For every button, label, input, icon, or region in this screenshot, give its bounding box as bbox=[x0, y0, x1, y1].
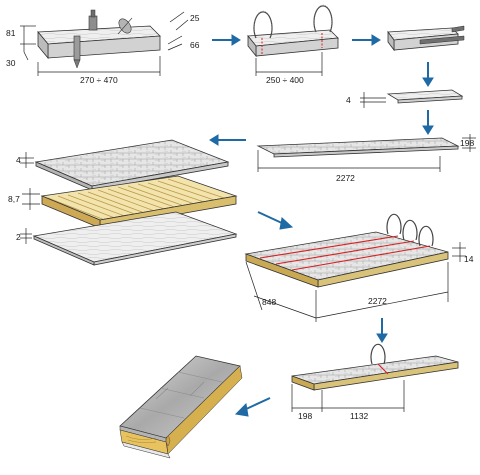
dim-panel-length: 2272 bbox=[368, 296, 387, 306]
dim-step5-width: 198 bbox=[460, 138, 474, 148]
step5-wear-layer: 198 2272 bbox=[256, 134, 476, 183]
dim-layer-bottom: 2 bbox=[16, 232, 21, 242]
dim-layer-core: 8,7 bbox=[8, 194, 20, 204]
flow-arrow-1 bbox=[212, 34, 241, 46]
dim-step4-thickness: 4 bbox=[346, 95, 351, 105]
tongue-groove-profile bbox=[165, 435, 171, 447]
saw-blade-icon bbox=[386, 213, 402, 235]
step8-strip: 198 1132 bbox=[291, 343, 459, 421]
saw-blade-icon bbox=[253, 10, 273, 39]
dim-strip-length: 1132 bbox=[350, 411, 369, 421]
saw-blade-icon bbox=[418, 225, 434, 247]
dim-step5-length: 2272 bbox=[336, 173, 355, 183]
step9-finished-board bbox=[119, 355, 243, 459]
flow-arrow-5 bbox=[209, 134, 246, 146]
dim-panel-thickness: 14 bbox=[464, 254, 474, 264]
flow-arrow-4 bbox=[422, 110, 434, 135]
step7-panel: 14 848 2272 bbox=[244, 213, 474, 322]
flow-arrow-6 bbox=[257, 211, 294, 230]
dim-step1-depth: 30 bbox=[6, 58, 16, 68]
step3-slicing bbox=[387, 25, 465, 52]
step1-raw-block: 81 30 270 ÷ 470 25 66 bbox=[6, 9, 200, 85]
saw-blade-icon bbox=[402, 219, 418, 241]
dim-step1-top: 25 bbox=[190, 13, 200, 23]
step6-exploded-layers: 4 8,7 2 bbox=[8, 139, 238, 266]
dim-step1-height: 81 bbox=[6, 28, 16, 38]
flow-arrow-2 bbox=[352, 34, 381, 46]
router-tool-icon bbox=[88, 9, 98, 31]
dim-panel-width: 848 bbox=[262, 297, 276, 307]
step2-cutting-block: 250 ÷ 400 bbox=[247, 4, 339, 85]
slicing-blade-icon bbox=[419, 35, 465, 45]
flow-arrow-7 bbox=[376, 318, 388, 343]
step4-lamella: 4 bbox=[346, 89, 464, 108]
drill-bit-icon bbox=[73, 35, 81, 69]
dim-layer-top: 4 bbox=[16, 155, 21, 165]
roller-tool-icon bbox=[117, 17, 133, 35]
dim-step1-side: 66 bbox=[190, 40, 200, 50]
dim-step2-length: 250 ÷ 400 bbox=[266, 75, 304, 85]
dim-step1-width: 270 ÷ 470 bbox=[80, 75, 118, 85]
dim-strip-width: 198 bbox=[298, 411, 312, 421]
flow-arrow-3 bbox=[422, 62, 434, 87]
saw-blade-icon bbox=[313, 4, 333, 33]
saw-blade-icon bbox=[370, 343, 386, 365]
flow-arrow-8 bbox=[234, 397, 271, 417]
